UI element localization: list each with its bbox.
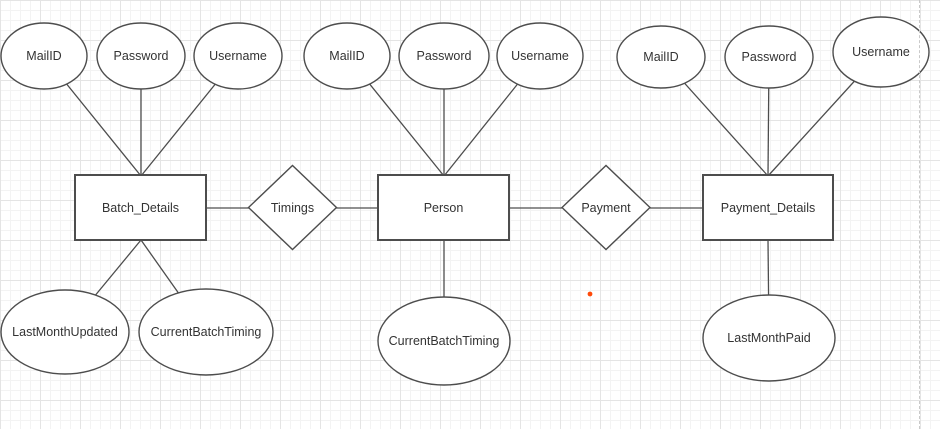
attribute-label: CurrentBatchTiming [389,334,500,348]
ellipse-shape [724,25,814,89]
attribute-batch-lastmonthupdated[interactable]: LastMonthUpdated [0,289,130,375]
rectangle-shape [702,174,834,241]
attribute-label: Username [209,49,267,63]
ellipse-shape [616,25,706,89]
ellipse-shape [303,22,391,90]
entity-label: Batch_Details [102,201,179,215]
attribute-person-mailid[interactable]: MailID [303,22,391,90]
attribute-paymentdetails-username[interactable]: Username [832,16,930,88]
entity-payment-details[interactable]: Payment_Details [702,174,834,241]
attribute-paymentdetails-lastmonthpaid[interactable]: LastMonthPaid [702,294,836,382]
attribute-label: Password [114,49,169,63]
relationship-timings[interactable]: Timings [247,164,338,251]
attribute-label: Password [417,49,472,63]
ellipse-shape [0,22,88,90]
ellipse-shape [832,16,930,88]
attribute-batch-mailid[interactable]: MailID [0,22,88,90]
attribute-label: Username [852,45,910,59]
attribute-paymentdetails-mailid[interactable]: MailID [616,25,706,89]
relationship-payment[interactable]: Payment [560,164,652,251]
entity-person[interactable]: Person [377,174,510,241]
attribute-person-username[interactable]: Username [496,22,584,90]
attribute-batch-username[interactable]: Username [193,22,283,90]
entity-label: Person [424,201,464,215]
attribute-batch-currentbatchtiming[interactable]: CurrentBatchTiming [138,288,274,376]
attribute-paymentdetails-password[interactable]: Password [724,25,814,89]
attribute-label: MailID [26,49,61,63]
attribute-person-currentbatchtiming[interactable]: CurrentBatchTiming [377,296,511,386]
rectangle-shape [377,174,510,241]
attribute-label: MailID [329,49,364,63]
ellipse-shape [398,22,490,90]
ellipse-shape [138,288,274,376]
attribute-person-password[interactable]: Password [398,22,490,90]
ellipse-shape [702,294,836,382]
relationship-label: Payment [581,201,631,215]
attribute-label: LastMonthPaid [727,331,810,345]
ellipse-shape [193,22,283,90]
entity-label: Payment_Details [721,201,816,215]
relationship-label: Timings [271,201,314,215]
ellipse-shape [0,289,130,375]
orange-marker-dot [587,291,593,297]
attribute-label: Password [742,50,797,64]
attribute-label: LastMonthUpdated [12,325,118,339]
page-boundary-line [919,0,920,429]
attribute-label: MailID [643,50,678,64]
attribute-batch-password[interactable]: Password [96,22,186,90]
attribute-label: CurrentBatchTiming [151,325,262,339]
ellipse-shape [96,22,186,90]
rectangle-shape [74,174,207,241]
diamond-shape [560,164,652,251]
diamond-shape [247,164,338,251]
attribute-label: Username [511,49,569,63]
ellipse-shape [496,22,584,90]
entity-batch-details[interactable]: Batch_Details [74,174,207,241]
ellipse-shape [377,296,511,386]
